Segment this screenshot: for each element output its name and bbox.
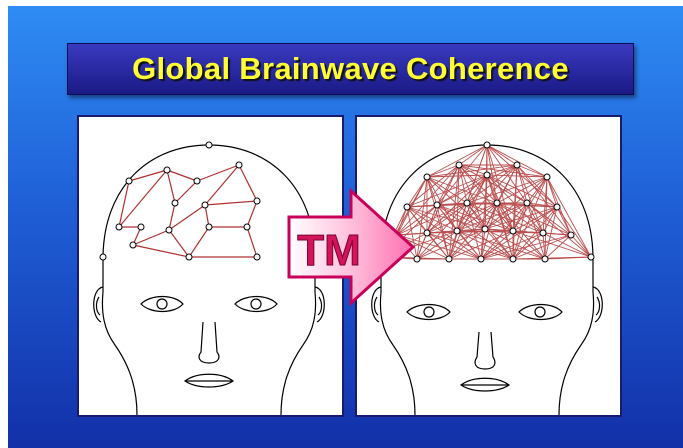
electrode: [434, 202, 440, 208]
nose: [475, 332, 495, 369]
electrode: [554, 204, 560, 210]
electrode: [510, 256, 516, 262]
electrode: [542, 256, 548, 262]
electrode: [464, 200, 470, 206]
mouth: [185, 374, 233, 387]
electrode: [478, 256, 484, 262]
electrode: [446, 256, 452, 262]
electrode: [588, 254, 594, 260]
electrode: [510, 228, 516, 234]
connection-line: [513, 233, 543, 259]
electrode: [482, 226, 488, 232]
electrode: [424, 174, 430, 180]
right-ear: [593, 287, 602, 322]
electrode: [540, 230, 546, 236]
arrow-label: TM: [297, 226, 361, 275]
connection-line: [557, 207, 571, 235]
electrode: [424, 230, 430, 236]
electrode: [484, 142, 490, 148]
electrode: [524, 200, 530, 206]
electrode: [544, 174, 550, 180]
nose: [199, 322, 219, 363]
electrode: [484, 172, 490, 178]
title-banner: Global Brainwave Coherence: [67, 43, 634, 95]
mouth: [461, 378, 509, 391]
slide-title: Global Brainwave Coherence: [132, 51, 569, 87]
electrode: [454, 228, 460, 234]
right-eye: [235, 297, 277, 312]
electrode: [568, 232, 574, 238]
right-eye: [519, 305, 562, 320]
electrode: [514, 162, 520, 168]
electrode: [456, 162, 462, 168]
left-eye: [141, 297, 183, 312]
electrode: [494, 200, 500, 206]
connections-before: [119, 165, 257, 257]
connection-line: [527, 177, 547, 203]
tm-arrow: TM: [283, 187, 423, 307]
left-ear: [94, 287, 103, 322]
